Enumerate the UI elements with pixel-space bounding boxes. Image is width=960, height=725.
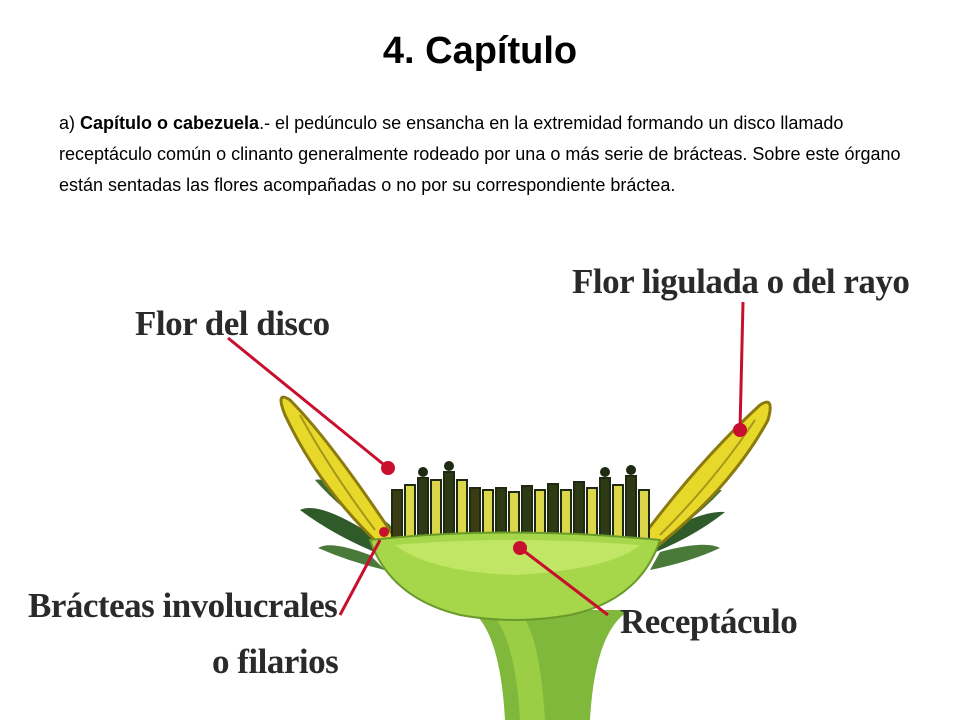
peduncle [470,610,630,720]
label-ray-flower: Flor ligulada o del rayo [572,262,910,301]
description-paragraph: a) Capítulo o cabezuela.- el pedúnculo s… [59,108,909,201]
pointer-ray-flower [733,423,747,437]
paragraph-text: .- el pedúnculo se ensancha en la extrem… [59,113,901,195]
label-disc-flower: Flor del disco [135,304,330,343]
paragraph-prefix: a) [59,113,81,133]
capitulum-illustration [227,301,772,720]
pointer-bract [379,527,389,537]
pointer-disc-flower [381,461,395,475]
leader-lines [227,301,745,617]
ray-flowers [279,395,772,555]
label-bracts-line2: o filarios [212,642,339,681]
label-bracts-line1: Brácteas involucrales [28,586,338,625]
disc-flowers [391,471,650,541]
paragraph-term: Capítulo o cabezuela [80,113,260,133]
slide-title: 4. Capítulo [382,30,578,72]
pointer-receptacle [513,541,527,555]
capitulum-diagram: Flor del disco Flor ligulada o del rayo … [0,240,960,720]
label-receptacle: Receptáculo [620,602,798,641]
